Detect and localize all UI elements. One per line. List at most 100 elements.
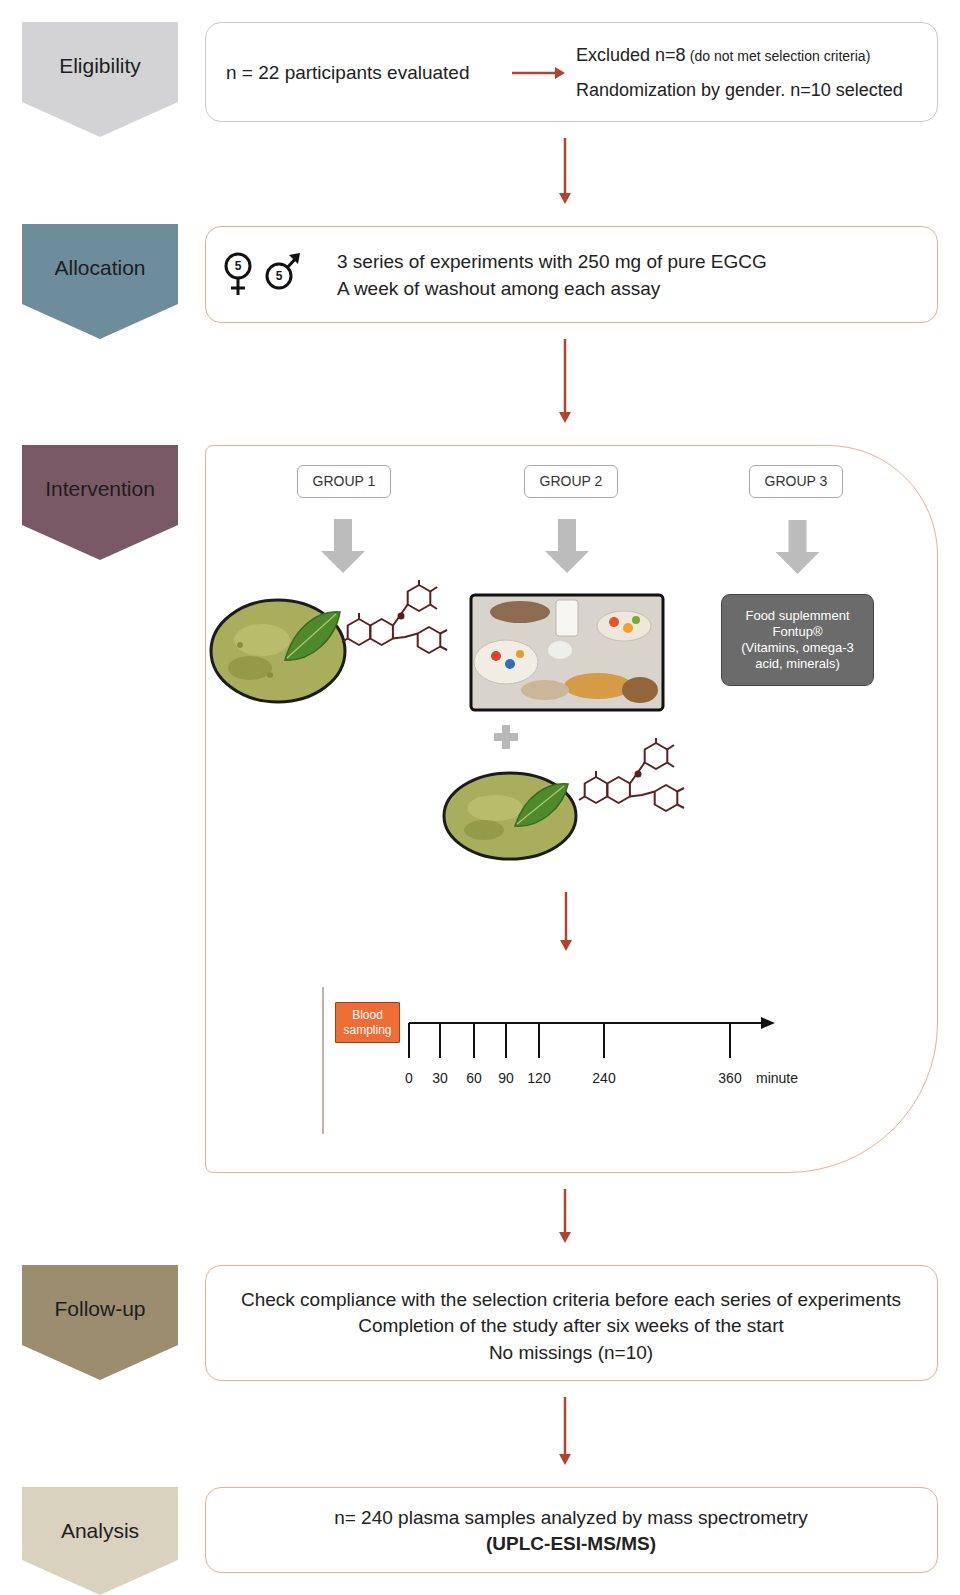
chevron-fill <box>22 22 178 137</box>
chevron-line: Eligibility <box>22 53 178 78</box>
chevron-shape <box>22 1265 178 1380</box>
box-text: Blood sampling <box>341 1008 394 1038</box>
block-arrow-shape <box>776 520 820 574</box>
flow-arrow <box>559 339 571 423</box>
arrow-head <box>560 940 572 951</box>
group-box: GROUP 2 <box>524 465 618 498</box>
stage-chevron: Allocation <box>22 224 178 339</box>
stage-chevron: Analysis <box>22 1487 178 1595</box>
time-label: 360 <box>718 1070 741 1087</box>
time-label: 90 <box>498 1070 514 1087</box>
text-line: Randomization by gender. n=10 selected <box>576 80 903 102</box>
stage-chevron: Follow-up <box>22 1265 178 1380</box>
time-label: 120 <box>527 1070 550 1087</box>
text-line: n= 240 plasma samples analyzed by mass s… <box>206 1507 936 1530</box>
stage-label: Analysis <box>61 1519 139 1542</box>
gender-symbols <box>226 254 296 295</box>
chevron-fill <box>22 1487 178 1595</box>
time-label: 60 <box>466 1070 482 1087</box>
arrow-line <box>564 339 567 414</box>
arrow-line <box>512 72 556 75</box>
symbol-number: 5 <box>276 269 283 283</box>
block-arrow <box>776 520 820 574</box>
arrow-head <box>559 1454 571 1465</box>
text-line: Check compliance with the selection crit… <box>206 1289 936 1312</box>
group-box: GROUP 3 <box>749 465 843 498</box>
box-text: (Vitamins, omega-3 acid, minerals) <box>727 640 868 673</box>
step-box: 3 series of experiments with 250 mg of p… <box>205 226 938 323</box>
box-text: GROUP 3 <box>765 473 828 491</box>
symbol-number: 5 <box>235 259 242 273</box>
arrow-line <box>564 1189 567 1234</box>
box-text: A week of washout among each assay <box>337 278 660 299</box>
time-label: 0 <box>405 1070 413 1087</box>
breakfast-photo <box>471 595 663 710</box>
box-text: No missings (n=10) <box>489 1342 653 1363</box>
arrow-line <box>564 1397 567 1456</box>
text-line: n = 22 participants evaluated <box>226 62 469 85</box>
box-text: (UPLC-ESI-MS/MS) <box>486 1533 656 1554</box>
block-arrow <box>545 519 589 573</box>
arrow-head <box>559 193 571 204</box>
chevron-line: Follow-up <box>22 1296 178 1321</box>
box-text: Randomization by gender. n=10 selected <box>576 80 903 100</box>
box-text: 3 series of experiments with 250 mg of p… <box>337 251 767 272</box>
chevron-fill <box>22 445 178 560</box>
arrow-line <box>564 138 567 195</box>
tea-powder <box>444 773 576 859</box>
chevron-shape <box>22 445 178 560</box>
egcg-molecule <box>579 738 684 811</box>
chevron-line: Analysis <box>22 1518 178 1543</box>
chevron-line: Allocation <box>22 255 178 280</box>
chevron-fill <box>22 224 178 339</box>
block-arrow <box>321 519 365 573</box>
box-text: Completion of the study after six weeks … <box>358 1315 784 1336</box>
chevron-shape <box>22 22 178 137</box>
flow-arrow <box>559 138 571 204</box>
arrow-line <box>565 892 568 942</box>
box-text: (do not met selection criteria) <box>690 48 871 64</box>
stage-label: Allocation <box>54 256 145 279</box>
stage-label: Eligibility <box>59 54 141 77</box>
tea-powder <box>211 600 345 702</box>
box-text: n= 240 plasma samples analyzed by mass s… <box>334 1507 808 1528</box>
text-line: Completion of the study after six weeks … <box>206 1315 936 1338</box>
egcg-molecule <box>342 580 447 653</box>
text-line: 3 series of experiments with 250 mg of p… <box>337 251 767 274</box>
box-text: GROUP 1 <box>313 473 376 491</box>
axis-arrow-head <box>761 1017 775 1029</box>
arrow-head <box>559 412 571 423</box>
arrow-head <box>555 67 565 79</box>
chevron-line: Intervention <box>22 476 178 501</box>
text-line: No missings (n=10) <box>206 1342 936 1365</box>
stage-chevron: Eligibility <box>22 22 178 137</box>
box-text: Food suplemment Fontup® <box>727 608 868 641</box>
box-text: GROUP 2 <box>540 473 603 491</box>
box-text: n = 22 participants evaluated <box>226 62 469 83</box>
flow-arrow <box>559 1189 571 1243</box>
stage-chevron: Intervention <box>22 445 178 560</box>
time-axis <box>409 1023 763 1058</box>
chevron-shape <box>22 224 178 339</box>
step-box: n= 240 plasma samples analyzed by mass s… <box>205 1487 938 1573</box>
intervention-panel: GROUP 1 GROUP 2 GROUP 3 Food suplemment Fon… <box>205 445 938 1173</box>
chevron-fill <box>22 1265 178 1380</box>
time-label: 240 <box>592 1070 615 1087</box>
box-text: Excluded n=8 <box>576 45 686 65</box>
sampling-box: Blood sampling <box>335 1002 400 1043</box>
text-line: A week of washout among each assay <box>337 278 660 301</box>
time-label: 30 <box>432 1070 448 1087</box>
group-box: GROUP 1 <box>297 465 391 498</box>
time-label: minute <box>756 1070 798 1087</box>
supplement-box: Food suplemment Fontup®(Vitamins, omega-… <box>721 594 874 686</box>
arrow-head <box>559 1232 571 1243</box>
divider-line <box>322 987 324 1134</box>
stage-label: Intervention <box>45 477 155 500</box>
text-line: (UPLC-ESI-MS/MS) <box>206 1533 936 1556</box>
step-box: Check compliance with the selection crit… <box>205 1265 938 1381</box>
box-text: Check compliance with the selection crit… <box>241 1289 901 1310</box>
text-line: Excluded n=8(do not met selection criter… <box>576 45 870 67</box>
step-box: n = 22 participants evaluated Excluded n=… <box>205 22 938 122</box>
plus-sign <box>502 725 510 749</box>
